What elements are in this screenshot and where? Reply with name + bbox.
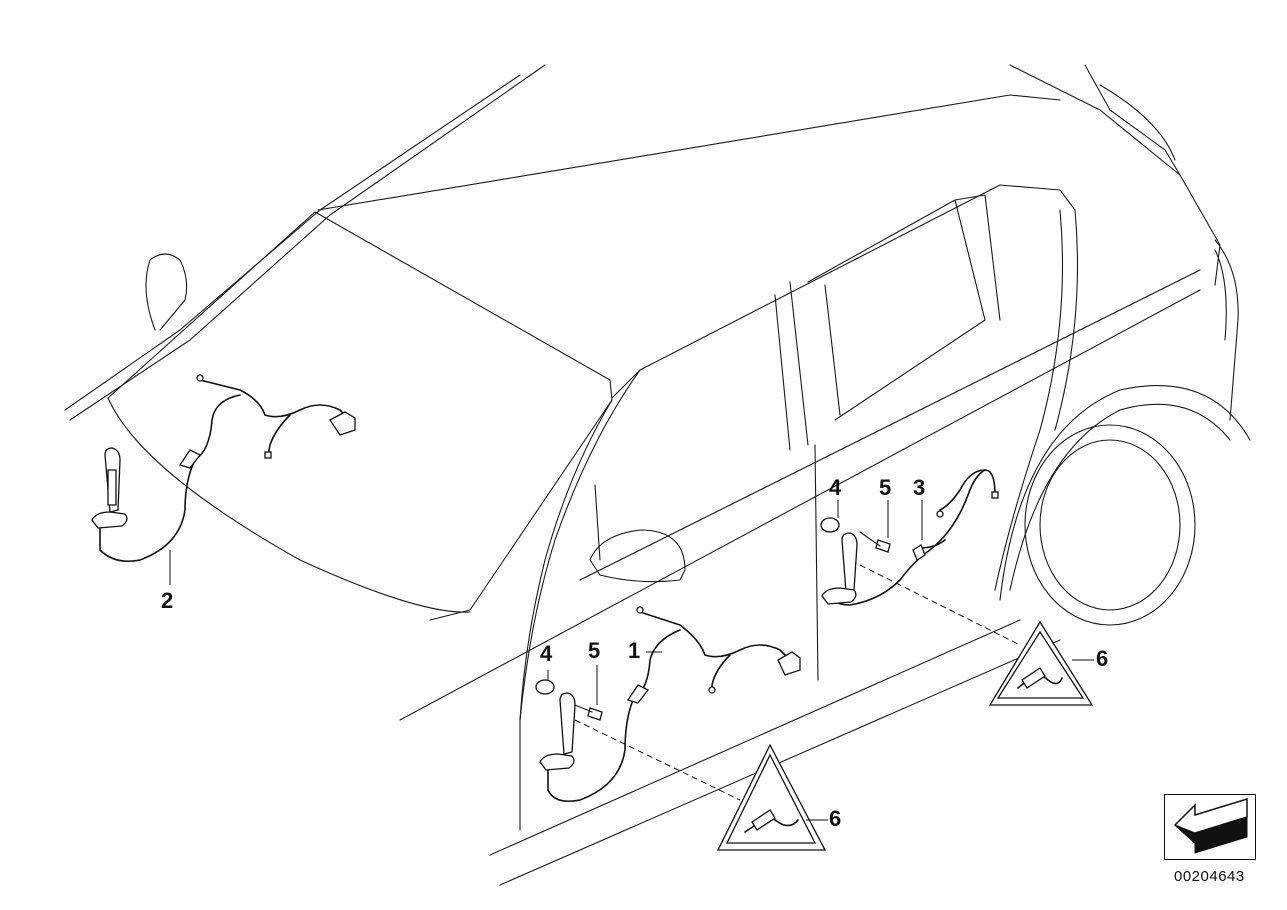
navigation-arrow-box — [1164, 794, 1256, 860]
reference-line-6b — [859, 564, 1021, 646]
wire-harness-2 — [91, 374, 356, 563]
callout-4: 4 — [829, 475, 842, 500]
callout-6: 6 — [829, 806, 842, 831]
callout-5: 5 — [588, 638, 601, 663]
callout-1: 1 — [628, 638, 641, 663]
car-body-outline — [64, 64, 1251, 886]
diagram-id: 00204643 — [1174, 868, 1245, 885]
callout-5: 5 — [879, 475, 892, 500]
warning-label-icon — [988, 620, 1094, 706]
arrow-left-down-icon — [1173, 797, 1248, 854]
warning-label-icon — [716, 743, 827, 851]
wire-harness-3 — [820, 469, 999, 606]
wire-harness-1 — [535, 606, 801, 803]
callout-4: 4 — [540, 641, 553, 666]
reference-line-6a — [574, 719, 741, 801]
callout-2: 2 — [161, 588, 174, 613]
callout-3: 3 — [913, 475, 926, 500]
callout-6: 6 — [1096, 646, 1109, 671]
